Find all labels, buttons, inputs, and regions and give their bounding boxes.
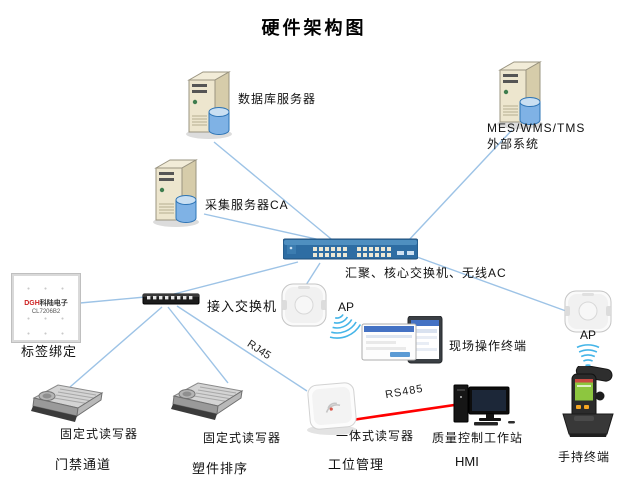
mes-server-label: MES/WMS/TMS 外部系统 (487, 120, 585, 152)
ap-left-label: AP (338, 300, 355, 314)
database-server-label: 数据库服务器 (238, 92, 317, 106)
fixed-reader-gate-label: 固定式读写器 (60, 427, 139, 441)
integrated-reader-label: 一体式读写器 (336, 429, 415, 443)
mes-server-icon (494, 60, 546, 137)
ca-server-icon (150, 158, 202, 235)
field-terminal-icon (360, 315, 448, 371)
fixed-reader-sort-label: 固定式读写器 (203, 431, 282, 445)
panel-brand: DGH科陆电子 (24, 300, 68, 308)
hmi-label: HMI (455, 454, 479, 469)
panel-model: CL7206B2 (31, 308, 61, 316)
panel-brand-logo: DGH (24, 300, 40, 307)
wifi-waves-left (329, 314, 362, 339)
wifi-waves-right (576, 344, 600, 367)
field-terminal-label: 现场操作终端 (449, 339, 528, 353)
mes-server-label-line1: MES/WMS/TMS (487, 121, 586, 135)
line-rs485-serial (351, 401, 469, 422)
tag-binding-label: 标签绑定 (21, 344, 78, 359)
line-mes-to-core (407, 129, 513, 242)
line-access-to-reader2 (167, 306, 229, 384)
line-access-to-reader1 (69, 306, 163, 388)
diagram-title: 硬件架构图 (261, 18, 367, 38)
integrated-reader-icon (301, 382, 363, 441)
handheld-terminal-icon (560, 364, 616, 443)
ap-right-icon (564, 290, 612, 339)
line-db-to-core (213, 141, 337, 244)
ap-left-icon (281, 283, 327, 333)
ethernet-lines (69, 129, 567, 392)
ap-right-label: AP (580, 328, 597, 342)
access-switch-label: 接入交换机 (207, 299, 278, 314)
handheld-terminal-label: 手持终端 (558, 450, 611, 464)
line-core-to-ap-right (416, 256, 567, 312)
core-switch-icon (282, 236, 419, 268)
line-core-to-access (173, 261, 299, 295)
fixed-reader-sort-icon (166, 380, 246, 429)
ca-server-label: 采集服务器CA (205, 198, 289, 212)
station-mgmt-label: 工位管理 (328, 457, 385, 472)
mes-server-label-line2: 外部系统 (487, 137, 540, 151)
line-panel-to-access (79, 296, 146, 304)
plastic-sorting-label: 塑件排序 (192, 461, 249, 476)
qc-workstation-icon (452, 383, 516, 432)
database-server-icon (183, 70, 235, 147)
core-switch-label: 汇聚、核心交换机、无线AC (345, 266, 507, 280)
line-core-to-ap-left (305, 262, 321, 286)
line-access-to-integrated-rj45 (176, 305, 308, 392)
qc-workstation-label: 质量控制工作站 (432, 431, 524, 445)
rfid-tag-panel: DGH科陆电子 CL7206B2 (11, 273, 81, 343)
gate-channel-label: 门禁通道 (55, 457, 112, 472)
fixed-reader-gate-icon (26, 382, 106, 431)
access-switch-icon (142, 290, 200, 311)
